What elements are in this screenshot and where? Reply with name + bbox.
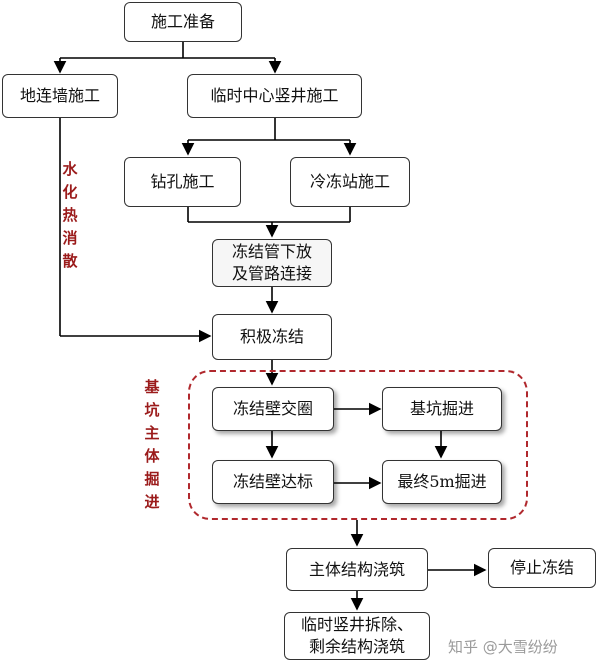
node-freeze-pipe: 冻结管下放 及管路连接	[212, 239, 332, 287]
node-pit-excavation: 基坑掘进	[382, 387, 502, 431]
label-pit-main-excavation: 基坑主体掘进	[144, 378, 160, 511]
node-shaft-removal: 临时竖井拆除、 剩余结构浇筑	[284, 612, 430, 660]
node-final-excavation: 最终5m掘进	[382, 460, 502, 504]
label-hydration-heat: 水化热消散	[62, 160, 78, 270]
node-main-pouring: 主体结构浇筑	[286, 548, 428, 591]
excavation-group-border	[188, 370, 528, 520]
node-drilling: 钻孔施工	[124, 157, 241, 207]
node-stop-freezing: 停止冻结	[488, 548, 596, 588]
node-freezing-station: 冷冻站施工	[290, 157, 410, 207]
node-temp-shaft: 临时中心竖井施工	[187, 74, 362, 118]
node-construction-prep: 施工准备	[124, 2, 242, 42]
node-diaphragm-wall: 地连墙施工	[2, 74, 118, 118]
node-freeze-wall-target: 冻结壁达标	[212, 460, 334, 504]
watermark: 知乎 @大雪纷纷	[448, 638, 558, 656]
node-freeze-wall-ring: 冻结壁交圈	[212, 387, 334, 431]
node-active-freezing: 积极冻结	[212, 314, 332, 360]
